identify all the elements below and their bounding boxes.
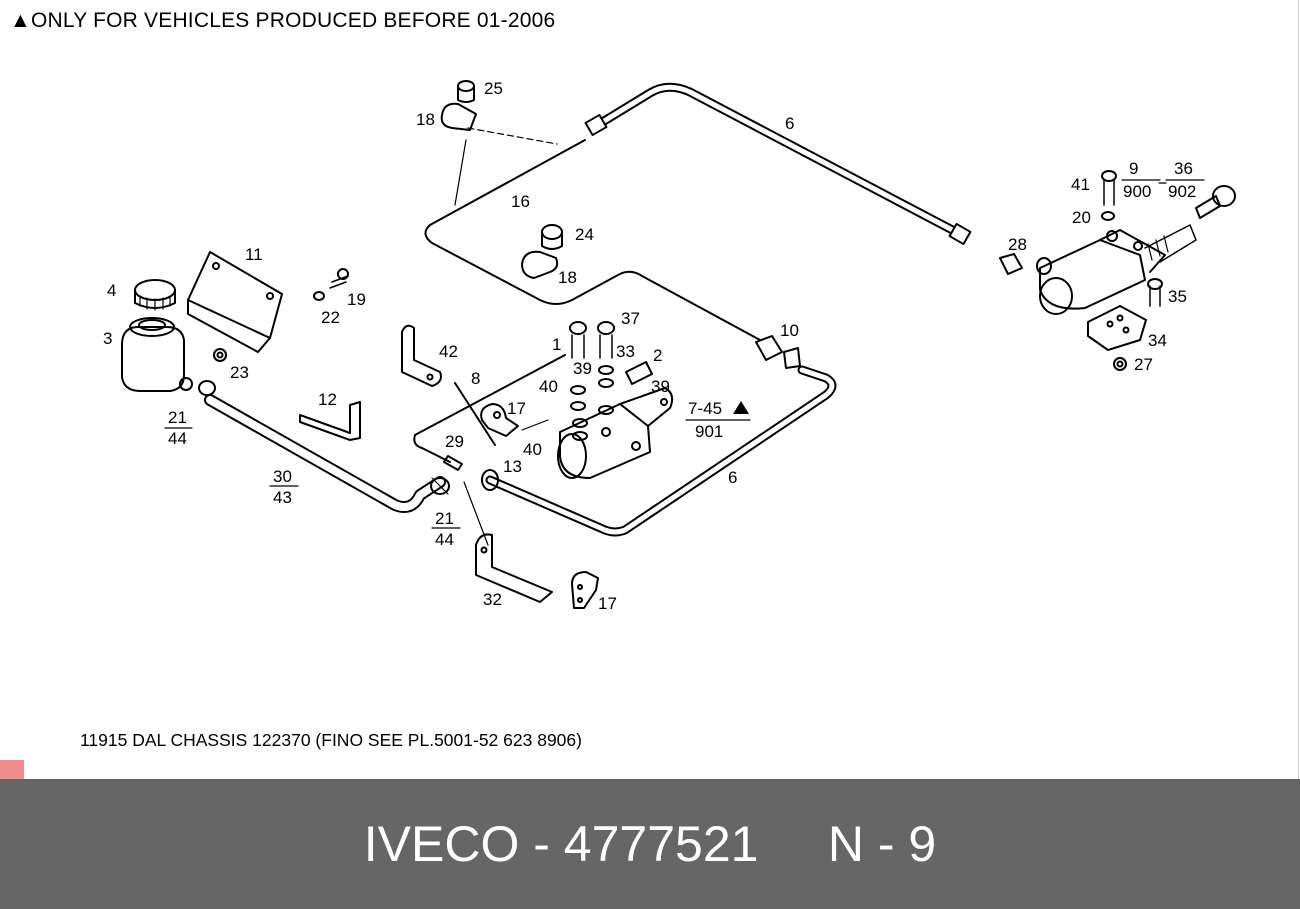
triangle-mark-icon [733,401,749,414]
callout-39: 39 [651,377,670,396]
hose-30 [204,394,446,513]
callout-25: 25 [484,79,503,98]
pipe-8-outline [413,354,566,463]
parts-diagram: 25 18 6 16 24 18 11 4 19 22 3 23 42 37 1… [103,79,1236,613]
callout-18: 18 [416,110,435,129]
callout-6: 6 [728,468,737,487]
callout-43-bottom: 43 [273,488,292,507]
callout-32: 32 [483,590,502,609]
callout-17: 17 [507,399,526,418]
bracket-11 [187,251,283,353]
callout-34: 34 [1148,331,1167,350]
callout-17: 17 [598,594,617,613]
callout-28: 28 [1008,235,1027,254]
callout-41: 41 [1071,175,1090,194]
pipe-6-upper [584,82,972,246]
slave-cylinder [1039,185,1236,315]
callout-29: 29 [445,432,464,451]
callout-33: 33 [616,342,635,361]
part-number-text: IVECO - 4777521 N - 9 [363,816,937,872]
callout-23: 23 [230,363,249,382]
callout-1: 1 [552,335,561,354]
pipe-16-outline [424,139,761,341]
callout-902-bottom: 902 [1168,182,1196,201]
callout-18: 18 [558,268,577,287]
callout-35: 35 [1168,287,1187,306]
callout-40: 40 [539,377,558,396]
callout-6: 6 [785,114,794,133]
callout-42: 42 [439,342,458,361]
callout-11: 11 [245,245,263,264]
callout-44-bottom: 44 [168,429,187,448]
callout-30-top: 30 [273,467,292,486]
plate-34 [1087,305,1147,351]
callout-39: 39 [573,359,592,378]
callout-21-top: 21 [168,408,187,427]
callout-16: 16 [511,192,530,211]
bracket-32 [475,533,553,603]
bracket-42 [401,324,442,387]
callout-901-bottom: 901 [695,422,723,441]
callout-27: 27 [1134,355,1153,374]
callout-40: 40 [523,440,542,459]
callout-900-bottom: 900 [1123,182,1151,201]
callout-3: 3 [103,329,112,348]
pipe-6-lower [481,365,837,537]
callout-24: 24 [575,225,594,244]
chassis-note: 11915 DAL CHASSIS 122370 (FINO SEE PL.50… [80,730,582,750]
callout-36-top: 36 [1174,159,1193,178]
callout-44-bottom: 44 [435,530,454,549]
callout-2: 2 [653,346,662,365]
callout-37: 37 [621,309,640,328]
frame-border [1298,0,1299,779]
callout-4: 4 [107,281,116,300]
bracket-12 [299,401,361,441]
callout-19: 19 [347,290,366,309]
callout-22: 22 [321,308,340,327]
reservoir-3 [121,279,185,392]
callout-9-top: 9 [1129,159,1138,178]
callout-8: 8 [471,369,480,388]
callout-13: 13 [503,457,522,476]
callout-20: 20 [1072,208,1091,227]
callout-21-top: 21 [435,509,454,528]
corner-marker [0,760,24,779]
callout-labels: 25 18 6 16 24 18 11 4 19 22 3 23 42 37 1… [103,79,1196,613]
header-note: ▲ONLY FOR VEHICLES PRODUCED BEFORE 01-20… [10,9,556,32]
master-cylinder [557,387,674,479]
callout-12: 12 [318,390,337,409]
callout-10: 10 [780,321,799,340]
part-number-banner: IVECO - 4777521 N - 9 [0,779,1300,909]
callout-7-45-top: 7-45 [688,399,722,418]
